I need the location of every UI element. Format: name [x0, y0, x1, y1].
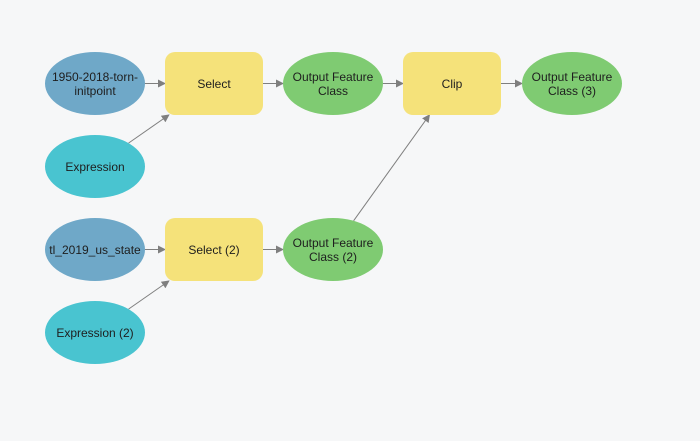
- node-label: 1950-2018-torn- initpoint: [51, 69, 139, 98]
- expression-variable[interactable]: Expression: [45, 135, 145, 198]
- connector-expression1-to-select1[interactable]: [128, 114, 170, 144]
- node-label: Output Feature Class (3): [531, 69, 613, 98]
- node-label: Expression (2): [56, 325, 134, 340]
- output-feature-class-3[interactable]: Output Feature Class (3): [522, 52, 622, 115]
- node-label: tl_2019_us_state: [49, 242, 141, 257]
- output-feature-class-2[interactable]: Output Feature Class (2): [283, 218, 383, 281]
- node-label: Clip: [441, 76, 463, 91]
- node-label: Select: [197, 76, 231, 91]
- connector-output2-to-clip[interactable]: [353, 114, 431, 222]
- output-feature-class[interactable]: Output Feature Class: [283, 52, 383, 115]
- select-tool[interactable]: Select: [165, 52, 263, 115]
- node-label: Output Feature Class (2): [292, 235, 374, 264]
- input-dataset-torn-initpoint[interactable]: 1950-2018-torn- initpoint: [45, 52, 145, 115]
- node-label: Output Feature Class: [292, 69, 374, 98]
- select-tool-2[interactable]: Select (2): [165, 218, 263, 281]
- clip-tool[interactable]: Clip: [403, 52, 501, 115]
- node-label: Select (2): [188, 242, 240, 257]
- expression-variable-2[interactable]: Expression (2): [45, 301, 145, 364]
- input-dataset-us-state[interactable]: tl_2019_us_state: [45, 218, 145, 281]
- connector-expression2-to-select2[interactable]: [128, 280, 170, 310]
- node-label: Expression: [65, 159, 125, 174]
